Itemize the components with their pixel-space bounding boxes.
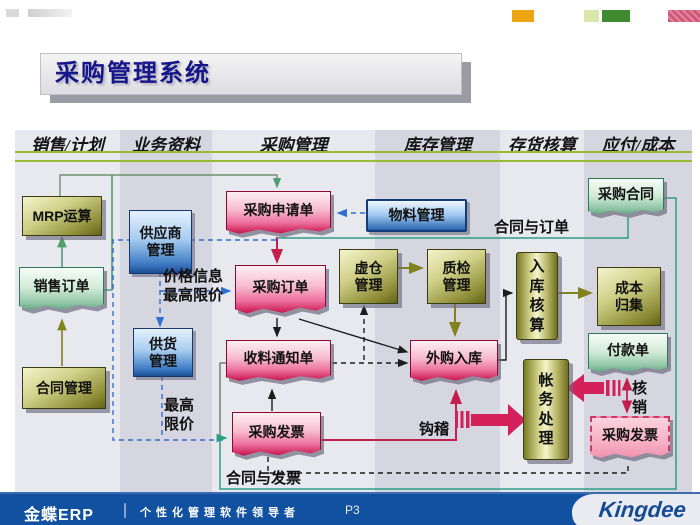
label-writeoff: 核 销	[632, 380, 648, 416]
page-title: 采购管理系统	[55, 60, 211, 87]
node-purchase-request-label: 采购申请单	[243, 202, 314, 219]
node-quality-inspection-label: 质检 管理	[442, 259, 471, 293]
node-outsourced-inbound-label: 外购入库	[426, 350, 482, 367]
column-business-data: 业务资料	[120, 130, 212, 492]
footer-divider: ｜	[118, 503, 132, 519]
node-warehouse-accounting: 入 库 核 算	[516, 252, 558, 340]
label-max-price: 最高 限价	[163, 397, 194, 433]
node-material-mgmt-label: 物料管理	[388, 207, 445, 224]
node-sales-order: 销售订单	[19, 267, 104, 313]
column-inventory-mgmt: 库存管理	[375, 130, 500, 492]
label-check-reconcile: 钩稽	[419, 421, 450, 438]
node-supply-mgmt-label: 供货 管理	[149, 335, 177, 369]
node-purchase-invoice-ap: 采购发票	[590, 416, 670, 461]
deco-gray-square	[6, 9, 19, 17]
header-divider-line	[15, 151, 692, 162]
node-purchase-invoice-ap-label: 采购发票	[602, 426, 658, 443]
node-quality-inspection: 质检 管理	[427, 249, 486, 304]
node-cost-collection: 成本 归集	[597, 267, 661, 326]
title-shadow-bottom	[50, 94, 471, 103]
node-purchase-invoice-label: 采购发票	[248, 423, 305, 440]
block-arrow-check-to-accounting	[455, 404, 526, 436]
node-purchase-request: 采购申请单	[226, 191, 331, 237]
link-receipt-to-invoice	[219, 362, 226, 436]
node-warehouse-accounting-label: 入 库 核 算	[529, 258, 545, 334]
node-purchase-order-label: 采购订单	[252, 279, 309, 296]
footer-logo-panel: Kingdee	[572, 494, 700, 525]
link-invoice-to-invoiceap	[267, 457, 629, 474]
node-mrp-label: MRP运算	[32, 207, 92, 224]
node-payment-bill-label: 付款单	[607, 342, 649, 359]
deco-green-square	[602, 10, 630, 22]
dashed-blue-links	[112, 208, 365, 441]
dashed-black-links	[267, 304, 629, 474]
column-sales-plan: 销售/计划	[15, 130, 120, 492]
node-virtual-warehouse-label: 虚仓 管理	[354, 259, 383, 293]
label-price-info: 价格信息 最高限价	[162, 268, 223, 304]
deco-pink-square	[668, 10, 700, 22]
page-number: P3	[345, 503, 360, 517]
label-contract-and-invoice: 合同与发票	[226, 470, 302, 487]
node-receipt-notice: 收料通知单	[226, 340, 331, 384]
node-contract-mgmt: 合同管理	[22, 367, 106, 409]
node-payment-bill: 付款单	[588, 333, 668, 375]
node-supplier-mgmt: 供应商 管理	[129, 210, 192, 274]
node-outsourced-inbound: 外购入库	[410, 340, 498, 384]
node-purchase-order: 采购订单	[235, 265, 326, 317]
node-supply-mgmt: 供货 管理	[133, 328, 193, 377]
column-header: 采购管理	[259, 136, 328, 155]
link-supplier-to-invoice	[112, 239, 276, 441]
node-purchase-invoice: 采购发票	[232, 412, 321, 459]
footer-slogan: 个性化管理软件领导者	[140, 507, 300, 519]
deco-palegreen-square	[584, 10, 599, 22]
column-header: 库存管理	[403, 136, 472, 155]
node-supplier-mgmt-label: 供应商 管理	[139, 225, 182, 258]
link-salesorder-to-topline	[104, 175, 113, 291]
footer-bar: Kingdee 金蝶ERP ｜ 个性化管理软件领导者 P3	[0, 492, 700, 525]
node-account-processing-label: 帐 务 处 理	[538, 371, 554, 448]
footer-brand: 金蝶ERP	[24, 507, 94, 524]
node-account-processing: 帐 务 处 理	[523, 359, 569, 460]
column-header: 应付/成本	[601, 136, 675, 155]
node-purchase-contract: 采购合同	[588, 178, 664, 217]
block-arrow-payment-to-accounting	[566, 374, 621, 402]
node-mrp: MRP运算	[22, 196, 102, 236]
column-header: 销售/计划	[31, 136, 104, 155]
node-material-mgmt: 物料管理	[366, 199, 467, 232]
label-contract-and-order: 合同与订单	[494, 219, 570, 236]
link-contract-and-order	[277, 217, 629, 239]
link-mrp-to-purchase-request	[59, 174, 282, 196]
node-purchase-contract-label: 采购合同	[598, 185, 654, 202]
column-header: 存货核算	[508, 136, 576, 155]
link-outsourcedin-to-warehouseacct	[498, 288, 514, 361]
node-receipt-notice-label: 收料通知单	[243, 350, 314, 367]
deco-orange-square	[512, 10, 534, 22]
column-header: 业务资料	[132, 136, 200, 155]
node-contract-mgmt-label: 合同管理	[36, 379, 92, 396]
link-contract-loop-to-invoice	[216, 197, 677, 490]
title-shadow-right	[461, 62, 471, 103]
node-cost-collection-label: 成本 归集	[615, 279, 643, 313]
link-invoice-to-outsourcedin-check	[321, 389, 462, 441]
node-virtual-warehouse: 虚仓 管理	[339, 249, 398, 304]
node-sales-order-label: 销售订单	[33, 278, 90, 295]
link-order-to-outsourcedin	[298, 318, 409, 354]
title-bar: 采购管理系统	[40, 53, 462, 95]
deco-gray-bar	[28, 9, 72, 17]
